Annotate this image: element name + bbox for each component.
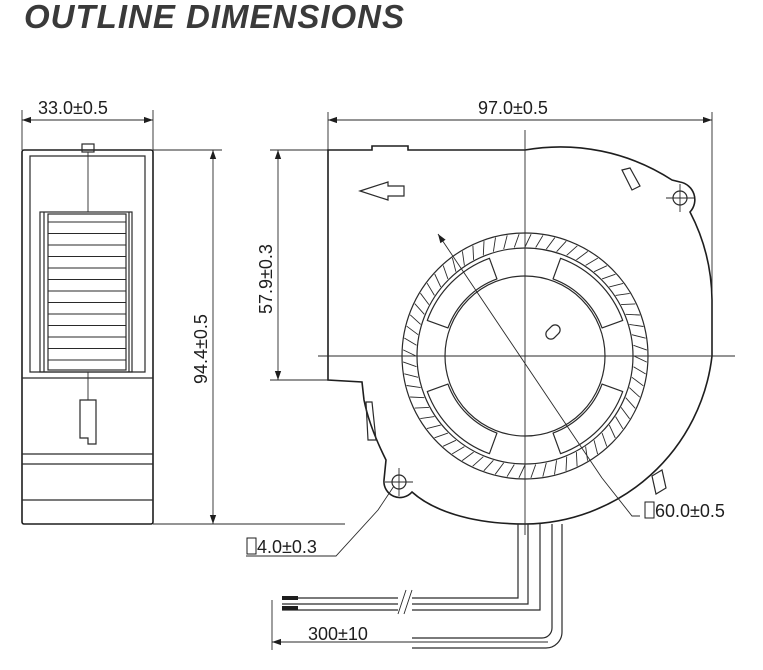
hole-leader bbox=[246, 485, 395, 557]
side-view bbox=[21, 110, 154, 525]
total-width-label: 97.0±0.5 bbox=[478, 98, 548, 118]
outlet-height-dimension bbox=[270, 149, 328, 381]
impeller-blades bbox=[402, 233, 648, 479]
hole-diameter-label: 4.0±0.3 bbox=[257, 537, 317, 557]
lead-length-label: 300±10 bbox=[308, 624, 368, 644]
lead-wires bbox=[282, 524, 563, 649]
airflow-arrow-icon bbox=[358, 181, 405, 201]
impeller-diameter-label: 60.0±0.5 bbox=[655, 501, 725, 521]
hub-slot bbox=[545, 324, 561, 340]
impeller-fins bbox=[48, 221, 126, 361]
page-title: OUTLINE DIMENSIONS bbox=[24, 0, 406, 35]
side-width-label: 33.0±0.5 bbox=[38, 98, 108, 118]
hub-ribs bbox=[426, 257, 624, 455]
front-view bbox=[246, 112, 735, 650]
hub bbox=[444, 275, 606, 437]
blower-housing bbox=[327, 145, 713, 525]
diameter-line bbox=[437, 233, 603, 479]
total-height-dimension bbox=[153, 149, 345, 525]
outlet-height-label: 57.9±0.3 bbox=[256, 244, 276, 314]
total-height-label: 94.4±0.5 bbox=[191, 314, 211, 384]
